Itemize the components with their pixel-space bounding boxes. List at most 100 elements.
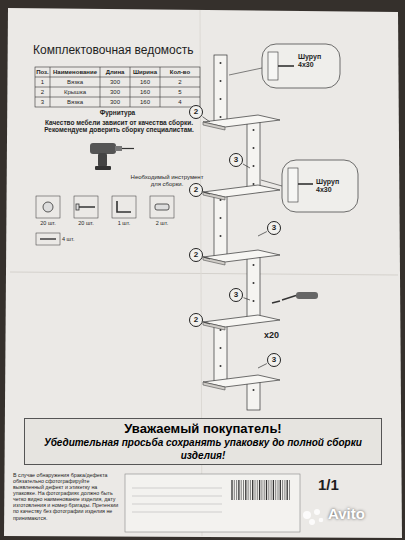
screw-hole [220,98,222,100]
barcode-bar [287,480,288,500]
screw-hole [253,282,255,284]
table-header: Кол-во [160,69,200,76]
label-rule [132,496,222,497]
barcode-bar [238,480,239,500]
barcode-bar [266,480,267,500]
shelf-edge [203,257,225,265]
quantity-mark: x20 [264,330,288,340]
side-panel [214,192,227,257]
barcode-bar [284,480,285,500]
screw-hole [220,80,222,82]
paper-sheet [4,8,402,538]
screw-inset [229,44,340,88]
quantity: 20 шт. [33,220,63,226]
barcode-bar [280,480,281,500]
callout-circle: 3 [229,153,243,167]
barcode-bar [250,480,251,500]
callout-circle: 2 [189,248,203,262]
barcode-bar [268,480,269,500]
quantity: 1 шт. [109,220,139,226]
barcode-bar [264,480,265,500]
callout-number: 3 [272,356,276,364]
barcode-bar [231,480,232,500]
barcode-bar [234,480,235,500]
screw-hole [253,129,255,131]
quantity: 20 шт. [71,220,101,226]
side-panel [214,55,227,122]
shelf-edge [203,322,225,330]
barcode-bar [245,480,246,500]
table-cell: 2 [160,79,200,86]
callout-circle: 2 [189,105,203,119]
drill-icon [90,143,134,170]
barcode-bar [271,480,272,500]
label-rule [132,488,222,489]
barcode-bar [275,480,276,500]
product-label [125,474,300,532]
leader-line [204,322,210,324]
leader-line [204,257,210,259]
table-cell: 3 [35,99,50,106]
callout-number: 3 [234,156,238,164]
table-header: Поз. [35,69,50,76]
side-panel [247,257,260,322]
screw-hole [253,389,255,391]
screw-hole [220,116,222,118]
notice-band: Уважаемый покупатель!Убедительная просьб… [24,418,382,465]
screw-hole [220,62,222,64]
quantity: 2 шт. [147,220,177,226]
callout-number: 2 [194,108,198,116]
screw-hole [253,264,255,266]
sheet-title: Комплектовочная ведомость [33,44,208,58]
table-cell: Вязка [50,99,100,106]
notice-text: В случае обнаружения брака/дефекта обяза… [13,472,119,521]
table-header: Наименование [50,69,100,76]
screw-hole [220,217,222,219]
callout-circle: 2 [189,183,203,197]
side-panel [247,382,260,410]
table-cell: Крышка [50,89,100,96]
barcode-bar [259,480,260,500]
screw-hole [253,165,255,167]
table-cell: 5 [160,89,200,96]
barcode-bar [273,480,274,500]
callout-circle: 3 [267,353,281,367]
callout-circle: 2 [189,313,203,327]
section-heading: Фурнитура [35,109,200,116]
label-rule [132,512,222,513]
barcode-bar [241,480,242,500]
screw-hole [220,347,222,349]
callout-circle: 3 [267,221,281,235]
barcode-bar [243,480,244,500]
screw-hole [253,300,255,302]
table-cell: 300 [100,99,130,106]
screw-inset [261,160,358,212]
shelf-edge [203,122,225,130]
barcode-bar [248,480,249,500]
table-cell: 2 [35,89,50,96]
barcode-bar [261,480,262,500]
leader-line [204,192,210,194]
table-header: Длина [100,69,130,76]
barcode-bar [289,480,290,500]
hardware-icons [36,196,174,245]
table-cell: 160 [130,79,160,86]
leader-line [203,117,210,122]
side-panel [214,322,227,382]
screw-hole [220,235,222,237]
sheet-number: 1/1 [318,476,354,493]
table-cell: 300 [100,79,130,86]
barcode-bar [257,480,258,500]
side-panel [247,122,260,192]
callout-number: 3 [234,291,238,299]
screw-hole [220,365,222,367]
barcode-bar [278,480,279,500]
table-cell: 300 [100,89,130,96]
leader-lines [203,117,267,368]
quality-note: Качество мебели зависит от качества сбор… [30,119,208,134]
callout-number: 2 [194,251,198,259]
table-cell: 1 [35,79,50,86]
barcode-bar [255,480,256,500]
shelf-unit [203,55,280,410]
screw-spec: Шуруп 4х30 [316,178,354,194]
